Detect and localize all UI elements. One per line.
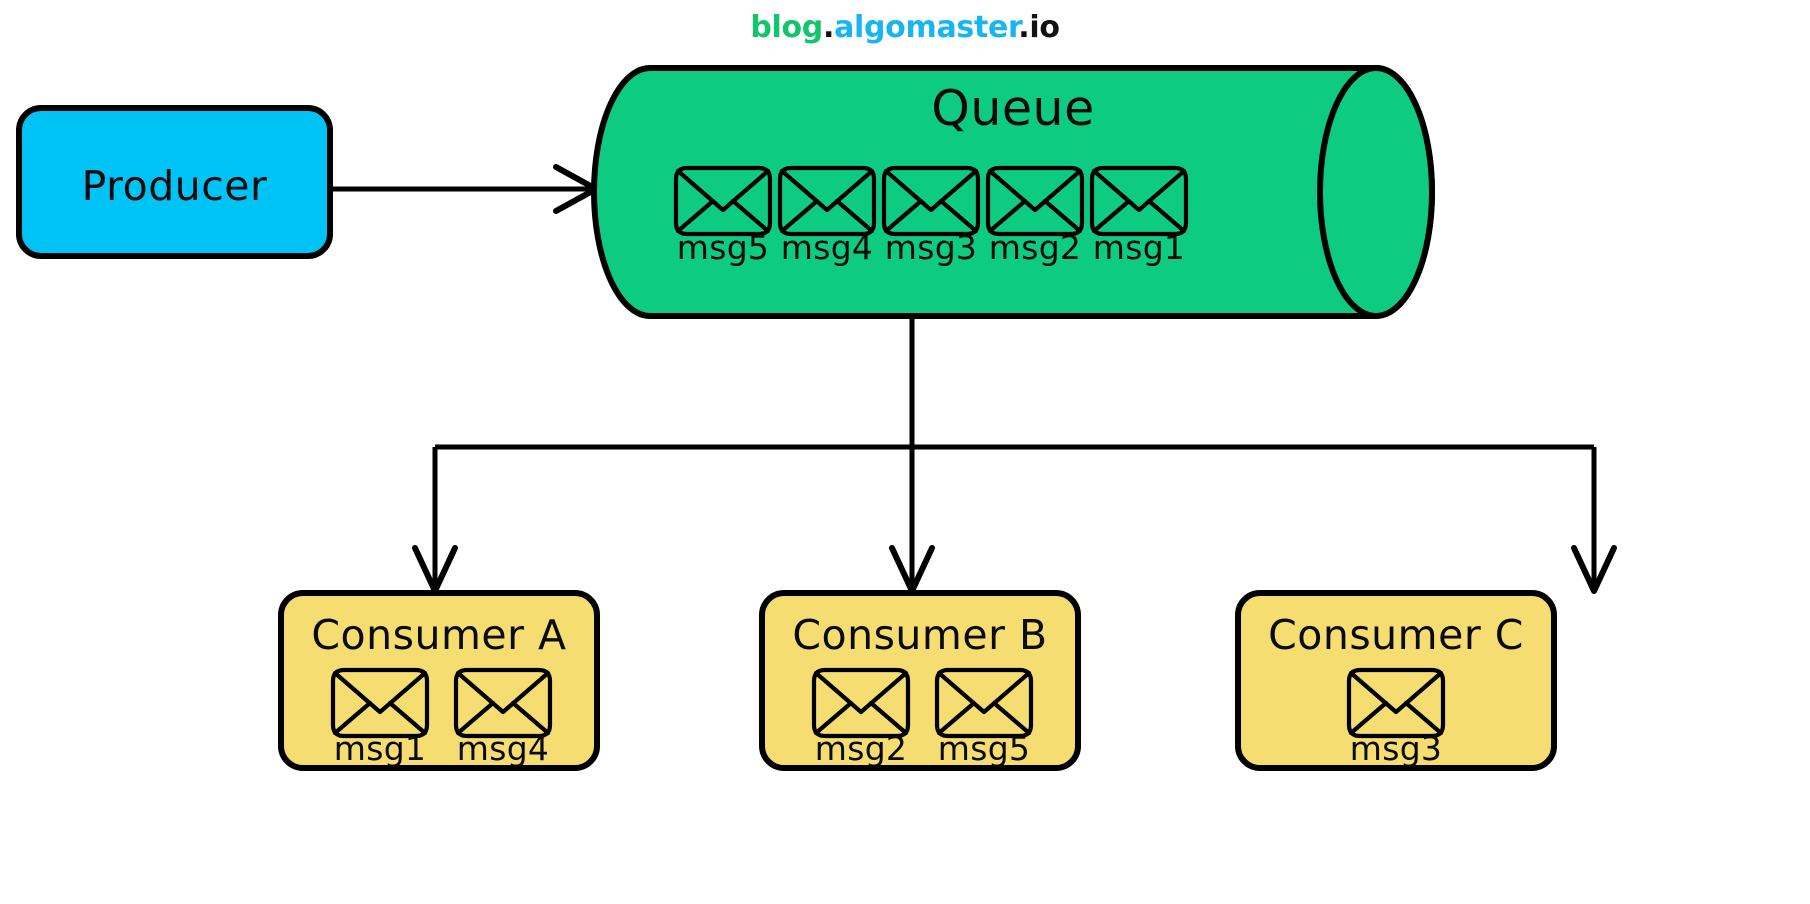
- watermark: blog.algomaster.io: [0, 10, 1810, 45]
- queue-cylinder-cap: [1317, 65, 1435, 319]
- bus-to-consumer-c-arrow: [1571, 447, 1617, 594]
- consumer-a-node[interactable]: [278, 590, 600, 771]
- producer-node[interactable]: [16, 105, 333, 259]
- queue-node[interactable]: [591, 65, 1435, 319]
- bus-to-consumer-b-arrow: [889, 447, 935, 594]
- producer-box[interactable]: [16, 105, 333, 259]
- watermark-blog: blog: [750, 10, 823, 45]
- producer-to-queue-arrow: [330, 164, 599, 214]
- watermark-dot-2: .: [1018, 10, 1030, 45]
- watermark-io: io: [1029, 10, 1060, 45]
- watermark-algomaster: algomaster: [834, 10, 1019, 45]
- bus-to-consumer-a-arrow: [412, 447, 458, 594]
- consumer-c-box[interactable]: [1235, 590, 1557, 771]
- consumer-b-box[interactable]: [759, 590, 1081, 771]
- consumer-a-box[interactable]: [278, 590, 600, 771]
- consumer-c-node[interactable]: [1235, 590, 1557, 771]
- watermark-dot-1: .: [822, 10, 835, 45]
- consumer-b-node[interactable]: [759, 590, 1081, 771]
